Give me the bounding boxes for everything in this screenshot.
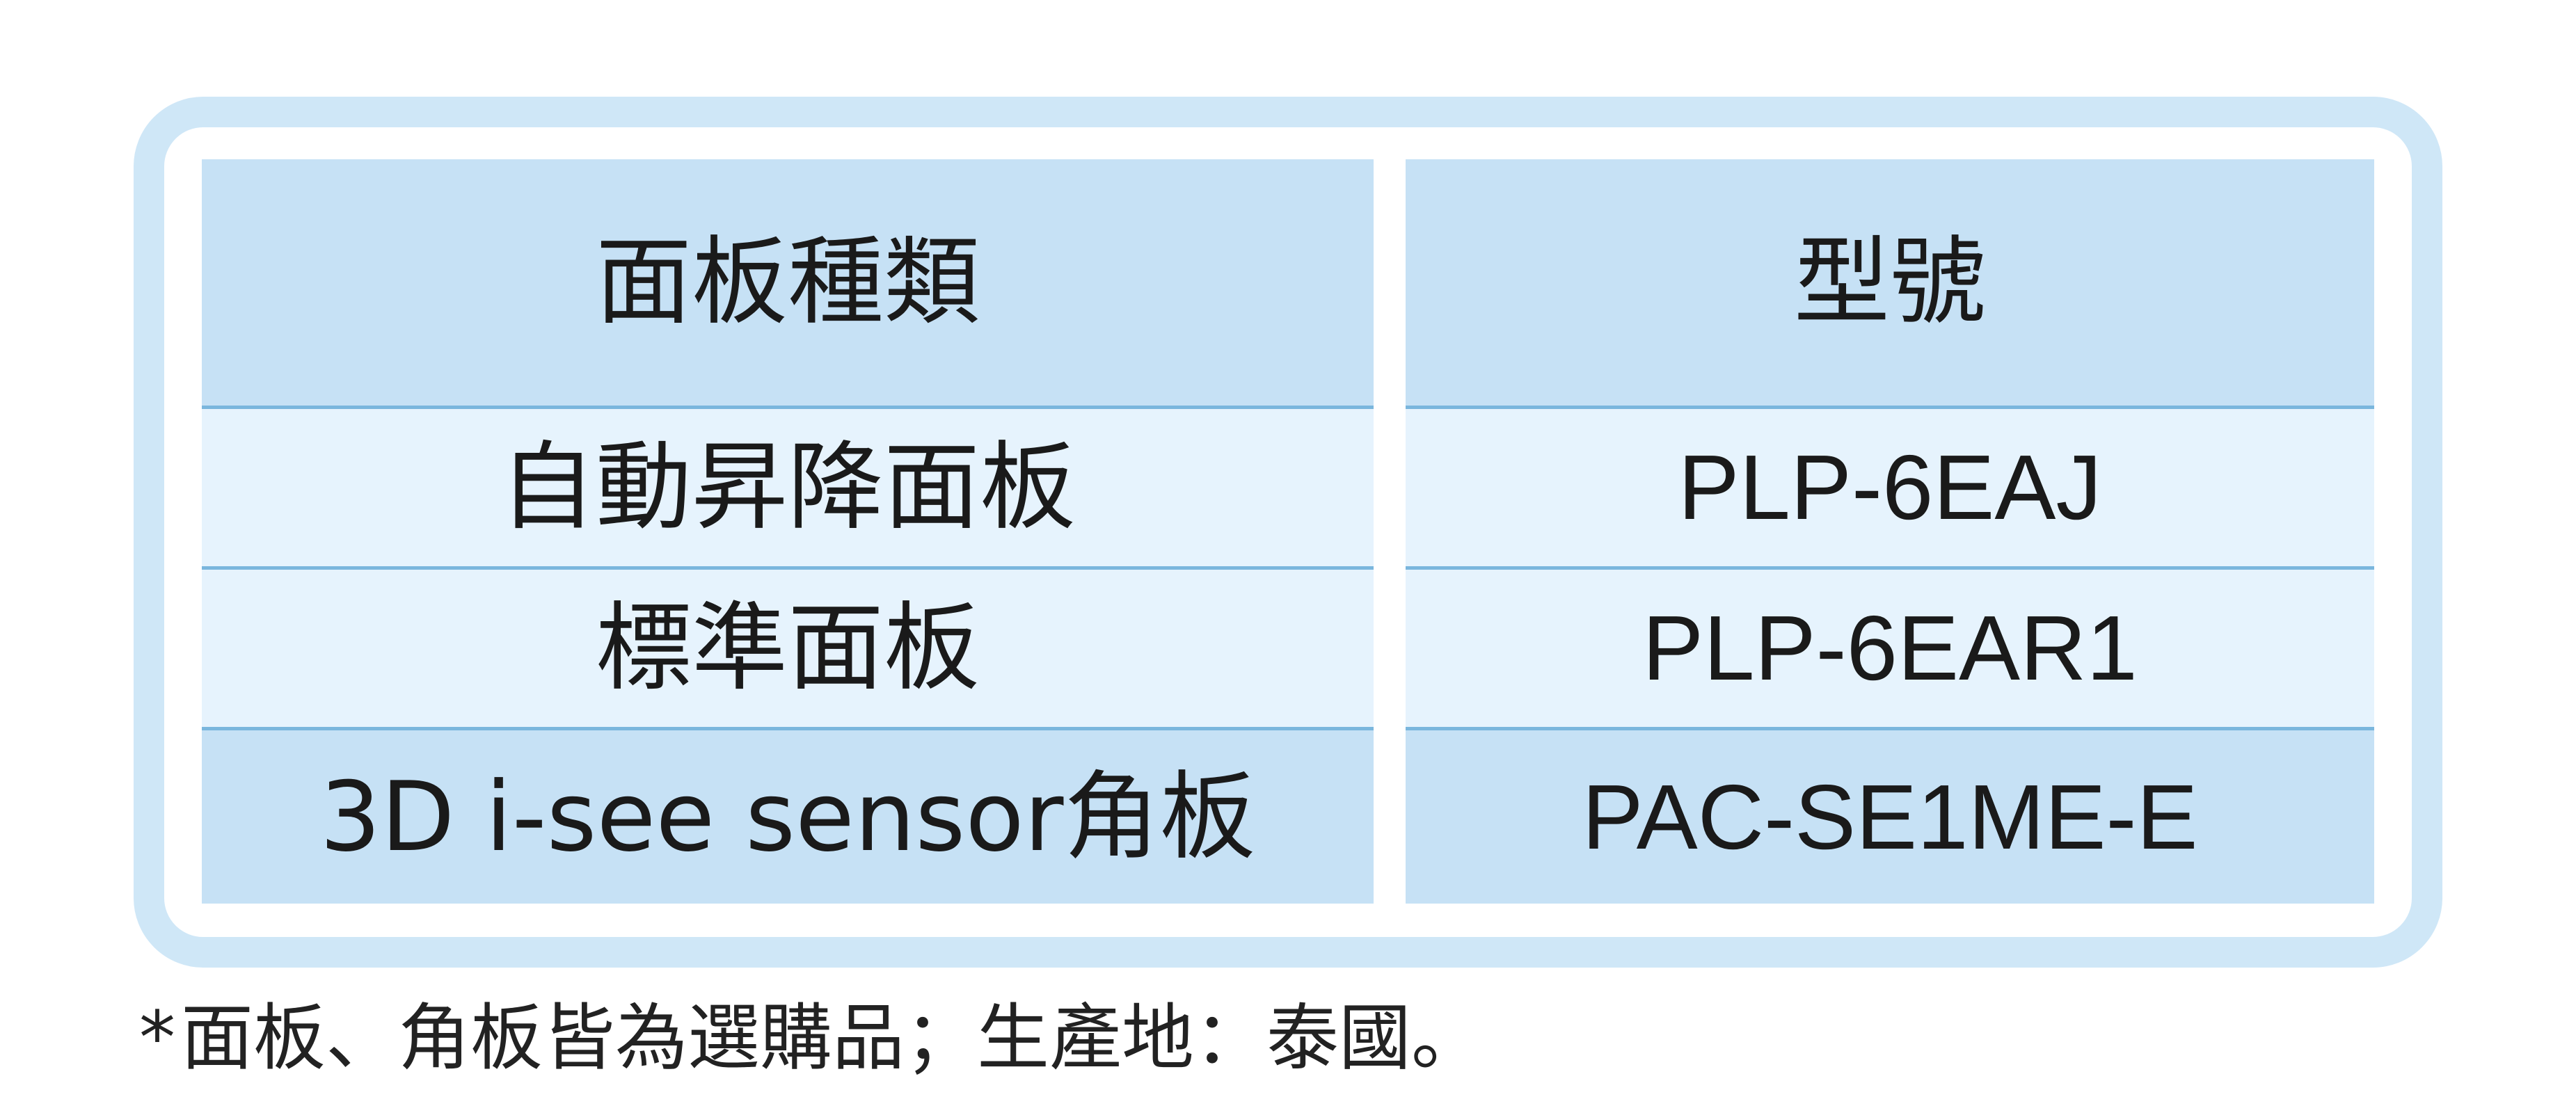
cell-model-row-1: PLP-6EAJ [1406, 409, 2374, 570]
footnote-text: 面板、角板皆為選購品；生產地：泰國。 [181, 995, 1484, 1080]
panel-type-column: 面板種類 自動昇降面板 標準面板 3D i-see sensor角板 [202, 159, 1374, 904]
header-panel-type: 面板種類 [202, 159, 1374, 409]
cell-model-row-2: PLP-6EAR1 [1406, 570, 2374, 730]
footnote-asterisk: * [139, 995, 175, 1080]
model-column: 型號 PLP-6EAJ PLP-6EAR1 PAC-SE1ME-E [1406, 159, 2374, 904]
cell-panel-type-row-1: 自動昇降面板 [202, 409, 1374, 570]
header-model: 型號 [1406, 159, 2374, 409]
footnote: * 面板、角板皆為選購品；生產地：泰國。 [139, 1002, 1484, 1074]
panel-model-table: 面板種類 自動昇降面板 標準面板 3D i-see sensor角板 型號 PL… [202, 159, 2374, 904]
cell-panel-type-row-3: 3D i-see sensor角板 [202, 730, 1374, 904]
cell-panel-type-row-2: 標準面板 [202, 570, 1374, 730]
cell-model-row-3: PAC-SE1ME-E [1406, 730, 2374, 904]
